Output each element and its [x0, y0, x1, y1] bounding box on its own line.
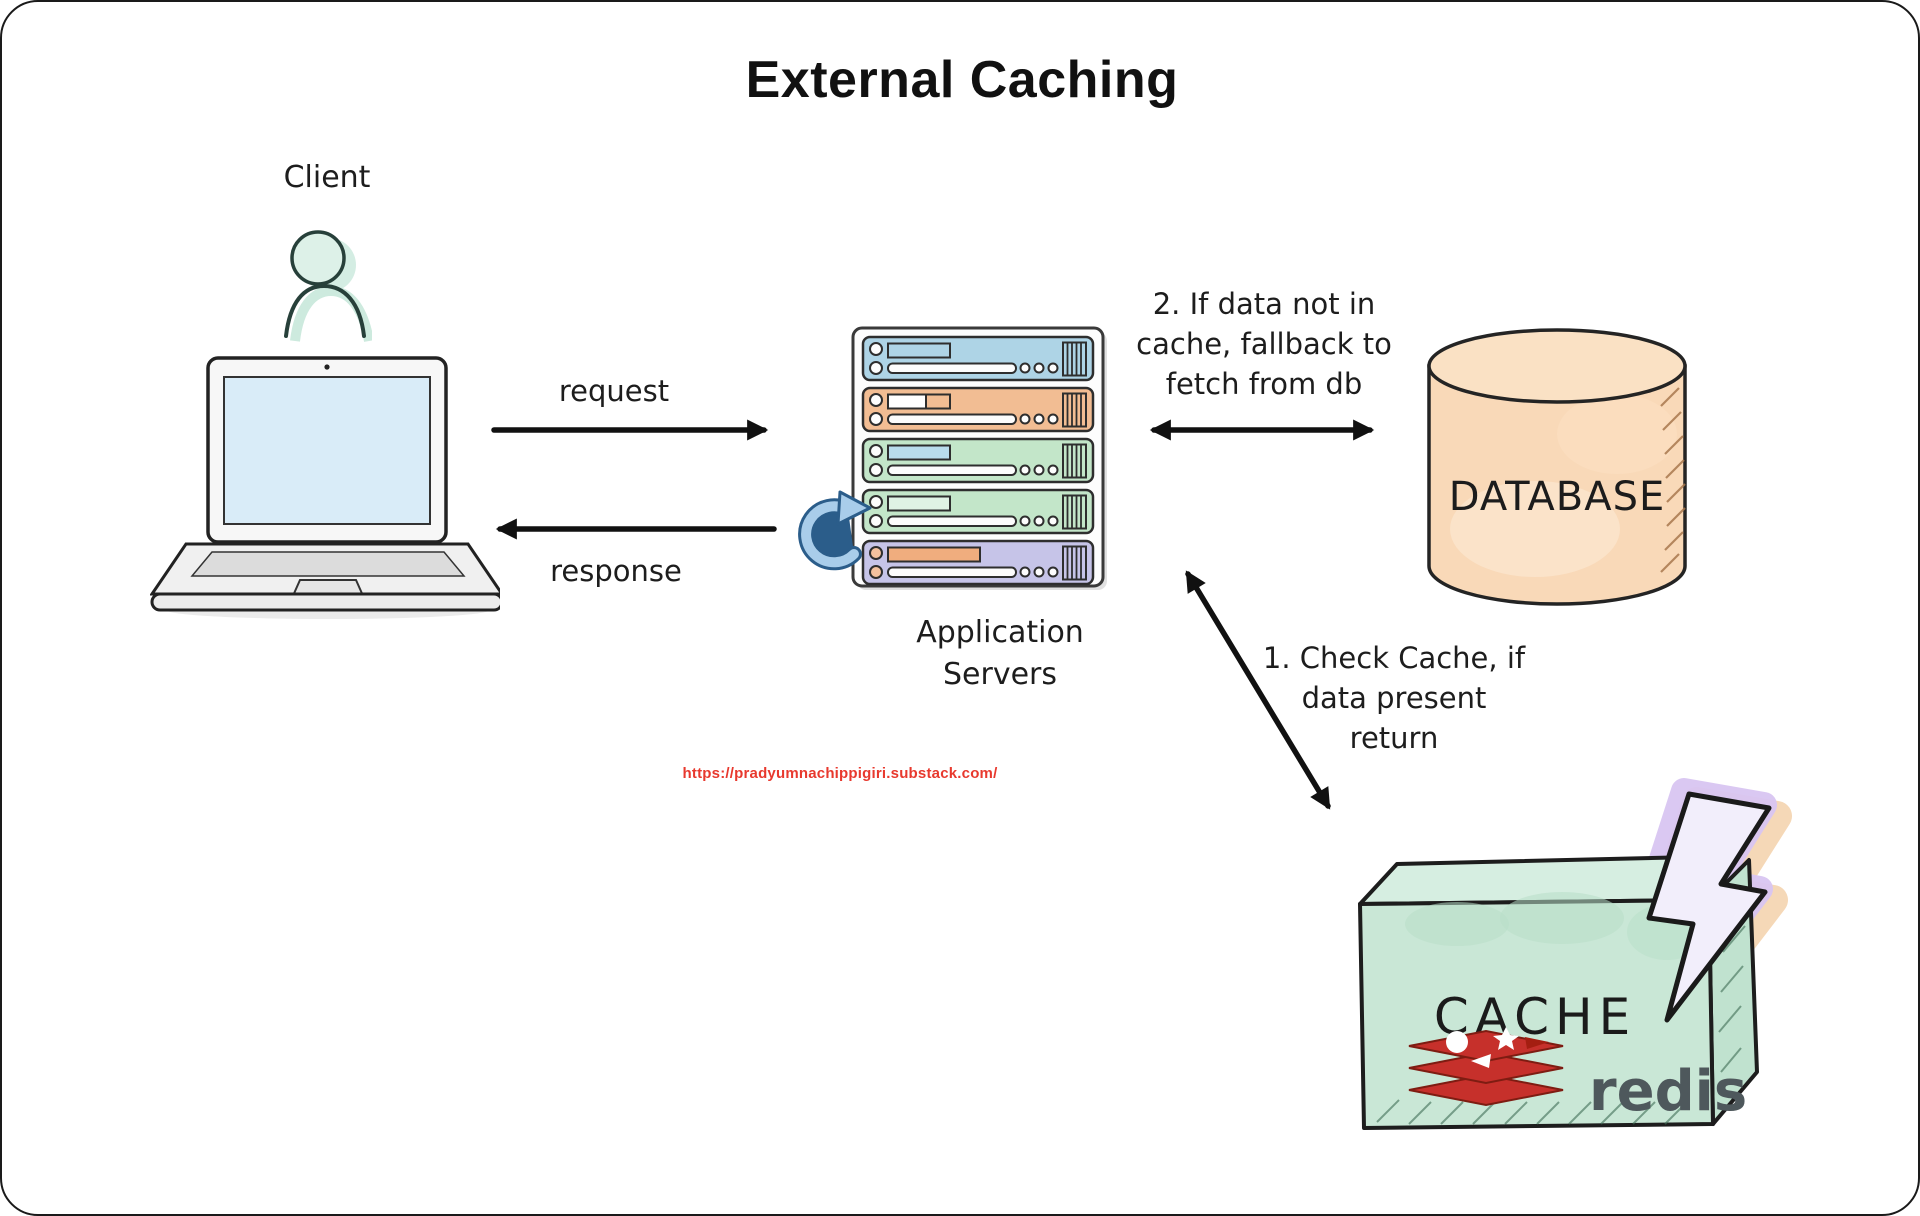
request-label: request	[558, 374, 670, 408]
person-icon	[284, 230, 372, 342]
database-icon: DATABASE	[1427, 328, 1687, 606]
server-row	[861, 488, 1095, 535]
response-label: response	[550, 554, 682, 588]
db-fallback-note: 2. If data not in cache, fallback to fet…	[1136, 287, 1392, 401]
cache-box-icon: CACHE redis	[1358, 778, 1792, 1130]
laptop-icon	[150, 356, 500, 619]
servers-label-line2: Servers	[942, 657, 1057, 692]
redis-logo-icon: redis	[1408, 1027, 1747, 1124]
cache-check-note: 1. Check Cache, if data present return	[1262, 641, 1526, 755]
database-label: DATABASE	[1449, 474, 1666, 520]
servers-label: Application Servers	[916, 612, 1084, 696]
cache-hatching	[1376, 1099, 1688, 1125]
servers-label-line1: Application	[916, 615, 1084, 650]
watermark-url: https://pradyumnachippigiri.substack.com…	[682, 765, 998, 782]
redis-wordmark: redis	[1589, 1059, 1747, 1124]
loop-arrow-icon	[798, 490, 872, 571]
page-title: External Caching	[745, 51, 1179, 109]
server-row	[861, 386, 1095, 433]
server-row	[861, 539, 1095, 586]
server-row	[861, 437, 1095, 484]
cache-check-arrow	[1185, 570, 1331, 810]
database-hatching	[1660, 387, 1686, 573]
client-label: Client	[283, 160, 371, 195]
lightning-icon	[1646, 791, 1772, 1023]
server-row	[861, 335, 1095, 382]
server-stack-icon	[851, 326, 1107, 590]
